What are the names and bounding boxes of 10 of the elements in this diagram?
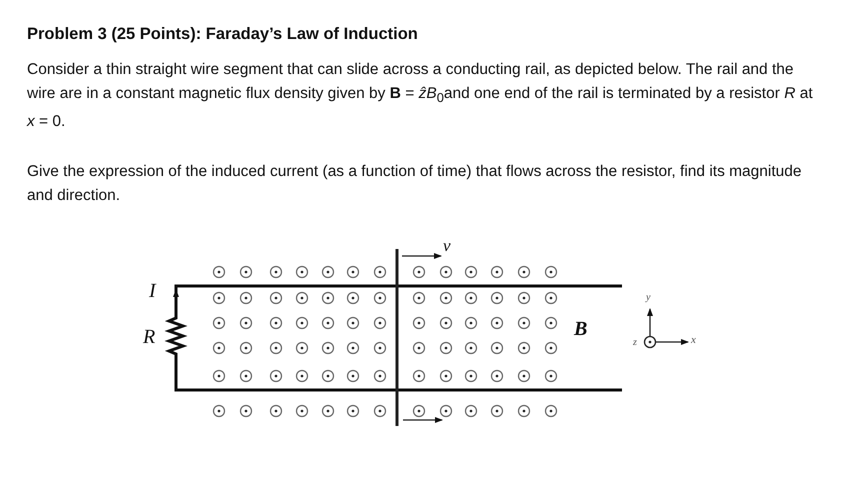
resistor-label: R (143, 326, 156, 349)
axis-label: y (646, 292, 650, 303)
problem-heading: Problem 3 (25 Points): Faraday’s Law of Induction (27, 25, 418, 44)
axis-label: z (633, 337, 637, 348)
problem-statement: Consider a thin straight wire segment that can slide across a conducting rail, as depicted below. The rail and the wire are in a constant magnetic flux density given by B = ẑB$_{0}$and one end of the rail is terminated by a resistor R at x = 0. (27, 60, 814, 132)
axis-label: x (691, 334, 696, 346)
problem-question: Give the expression of the induced current (as a function of time) that flows across the resistor, find its magnitude and direction. (27, 162, 803, 206)
velocity-label: v (443, 236, 451, 256)
field-label: B (574, 318, 588, 341)
current-label: I (149, 280, 156, 303)
